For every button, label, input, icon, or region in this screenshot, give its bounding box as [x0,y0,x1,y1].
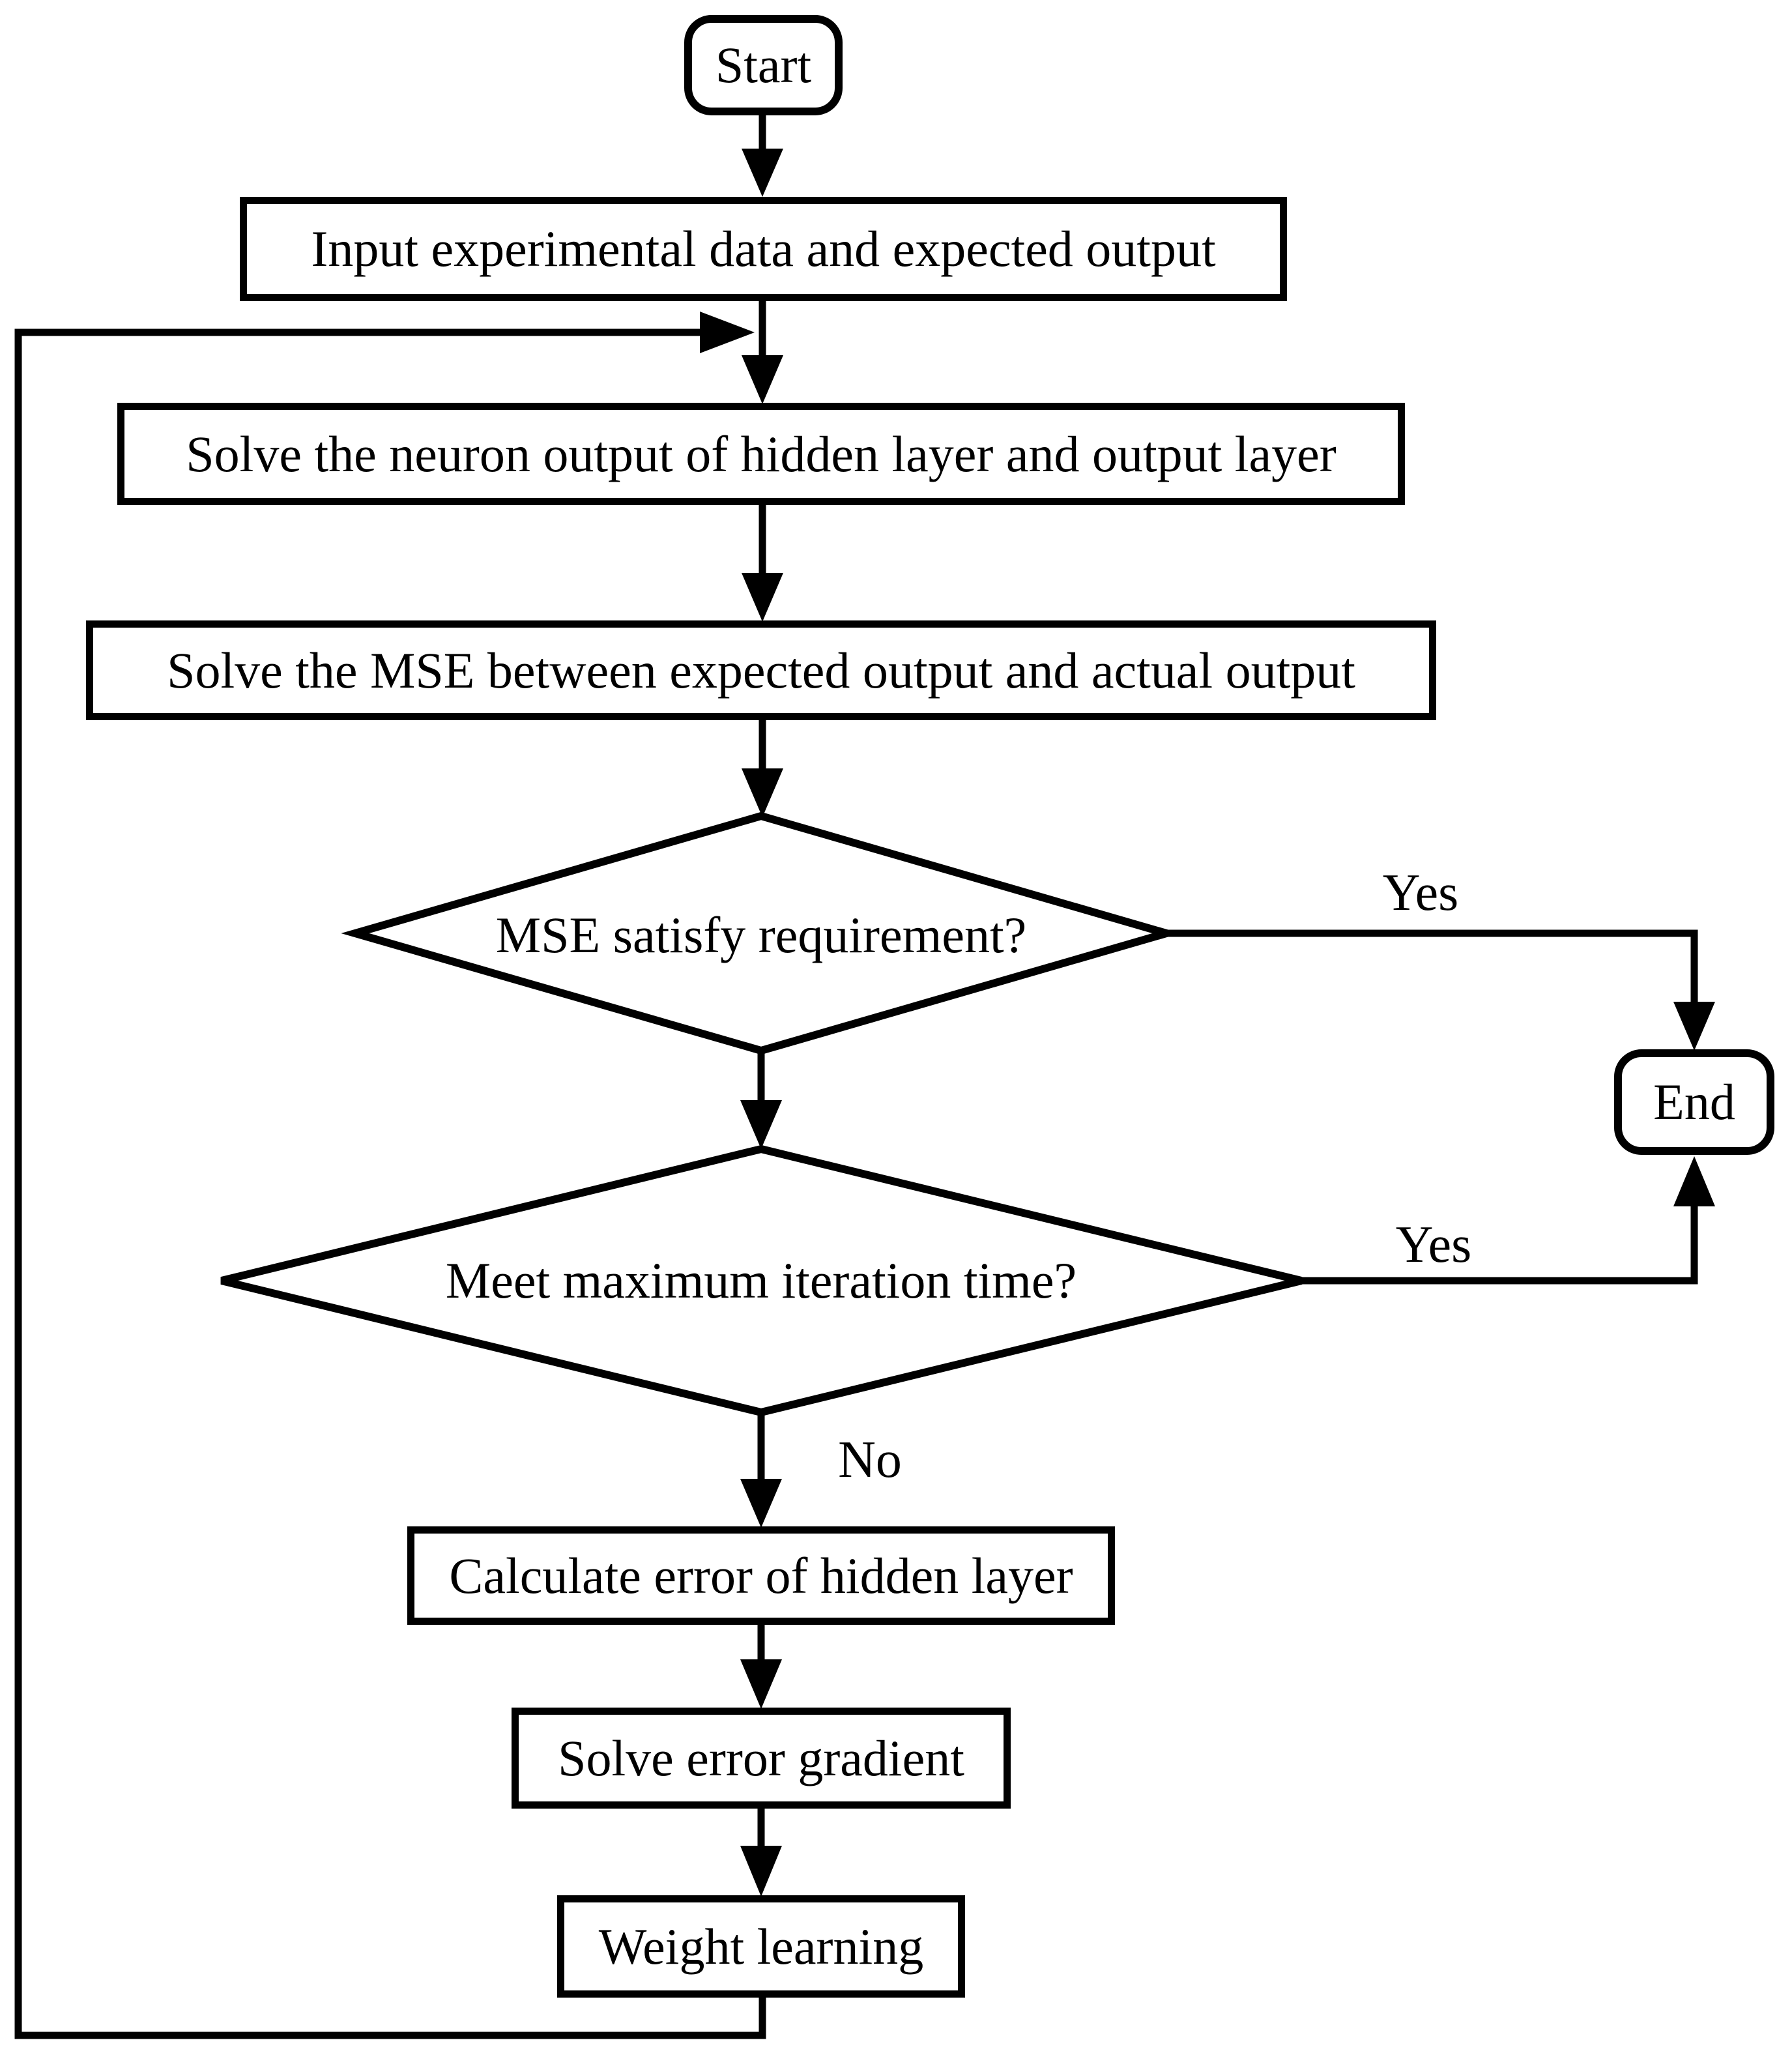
edge-decision2-yes-to-end [1301,1156,1715,1285]
edge-decision2-no-to-calc [740,1412,782,1528]
solve-gradient-label: Solve error gradient [558,1729,964,1786]
edge-calc-to-gradient [740,1625,782,1709]
start-label: Start [715,36,812,94]
decision-iteration-label: Meet maximum iteration time? [445,1252,1077,1309]
edge-loopback [14,312,766,2039]
end-node: End [1614,1049,1774,1155]
edge-input-to-hidden [742,301,783,404]
edge-hidden-to-mse [742,505,783,622]
weight-learning-node: Weight learning [557,1895,965,1998]
decision-iteration-text: Meet maximum iteration time? [417,1248,1105,1313]
calc-error-label: Calculate error of hidden layer [449,1547,1073,1604]
solve-gradient-node: Solve error gradient [512,1708,1011,1809]
edge-decision1-to-decision2 [740,1051,782,1149]
edge-gradient-to-weight [740,1809,782,1897]
weight-learning-label: Weight learning [598,1917,924,1975]
decision-mse-label: MSE satisfy requirement? [495,907,1027,963]
calc-error-node: Calculate error of hidden layer [407,1526,1115,1625]
solve-mse-label: Solve the MSE between expected output an… [167,641,1355,699]
input-data-node: Input experimental data and expected out… [240,197,1287,301]
solve-mse-node: Solve the MSE between expected output an… [86,620,1436,720]
edge-decision1-yes-to-end [1166,929,1715,1051]
input-data-label: Input experimental data and expected out… [311,220,1216,278]
start-node: Start [684,15,843,115]
decision-mse-text: MSE satisfy requirement? [456,903,1066,968]
solve-neuron-output-label: Solve the neuron output of hidden layer … [186,425,1337,482]
end-label: End [1653,1073,1735,1131]
mse-yes-edge-label: Yes [1382,864,1459,922]
solve-neuron-output-node: Solve the neuron output of hidden layer … [117,403,1405,505]
iteration-yes-edge-label: Yes [1395,1216,1472,1274]
edge-mse-to-decision1 [742,720,783,817]
iteration-no-edge-label: No [838,1431,902,1489]
edge-start-to-input [742,115,783,197]
